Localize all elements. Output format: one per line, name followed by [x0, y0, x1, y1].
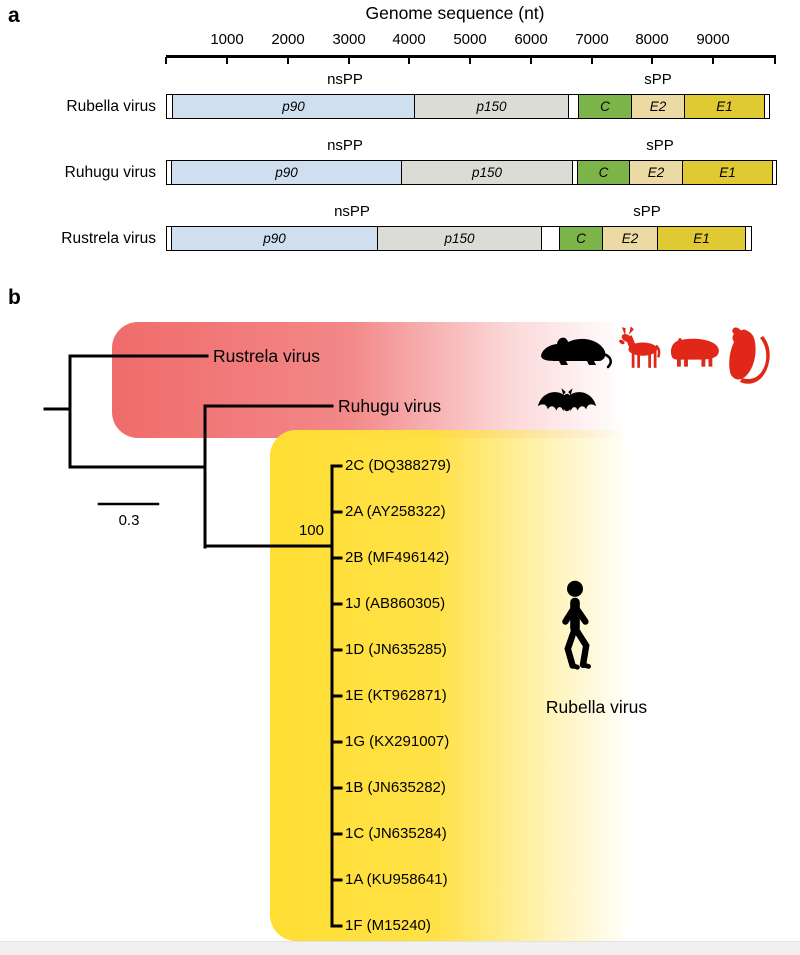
utr-segment: [167, 161, 172, 184]
strain-label: 2C (DQ388279): [345, 457, 451, 474]
capsid-segment: C: [560, 227, 603, 250]
axis-tick-label: 4000: [392, 31, 426, 48]
strain-label: 1G (KX291007): [345, 733, 450, 750]
spp-label: sPP: [644, 71, 672, 88]
axis-tick: [530, 57, 532, 64]
rustrela-ruhugu-highlight: [112, 322, 640, 438]
nspp-label: nsPP: [327, 137, 363, 154]
capsid-segment: C: [579, 95, 632, 118]
genome-bar-ruhugu: p90 p150 C E2 E1: [166, 160, 777, 185]
strain-label: 2A (AY258322): [345, 503, 446, 520]
genome-row-name-rustrela: Rustrela virus: [61, 230, 156, 247]
axis-tick-label: 5000: [453, 31, 487, 48]
intergenic-segment: [569, 95, 579, 118]
e2-segment: E2: [630, 161, 683, 184]
axis-tick-label: 2000: [271, 31, 305, 48]
rat-icon: [729, 327, 770, 384]
rustrela-virus-label: Rustrela virus: [213, 346, 320, 366]
strain-label: 1D (JN635285): [345, 641, 447, 658]
panel-b-label: b: [8, 286, 21, 309]
walking-human-icon: [562, 580, 591, 670]
genome-axis-line: [166, 55, 776, 58]
p150-segment: p150: [378, 227, 542, 250]
axis-tick: [774, 57, 776, 64]
utr-segment: [765, 95, 769, 118]
bootstrap-value: 100: [298, 522, 324, 539]
scale-bar-label: 0.3: [118, 512, 140, 529]
intergenic-segment: [573, 161, 578, 184]
e2-segment: E2: [632, 95, 685, 118]
axis-tick: [591, 57, 593, 64]
axis-tick: [348, 57, 350, 64]
panel-a-label: a: [8, 4, 20, 27]
mouse-icon: [541, 337, 612, 369]
strain-label: 1F (M15240): [345, 917, 431, 934]
axis-tick: [651, 57, 653, 64]
axis-tick-label: 1000: [210, 31, 244, 48]
axis-tick: [226, 57, 228, 64]
strain-label: 1J (AB860305): [345, 595, 446, 612]
e1-segment: E1: [658, 227, 746, 250]
strain-label: 1E (KT962871): [345, 687, 447, 704]
strain-label: 1C (JN635284): [345, 825, 447, 842]
utr-segment: [773, 161, 776, 184]
strain-label: 1B (JN635282): [345, 779, 446, 796]
axis-tick-label: 7000: [575, 31, 609, 48]
axis-tick: [469, 57, 471, 64]
axis-tick: [287, 57, 289, 64]
p90-segment: p90: [173, 95, 415, 118]
p150-segment: p150: [415, 95, 569, 118]
axis-tick-label: 6000: [514, 31, 548, 48]
capsid-segment: C: [578, 161, 630, 184]
spp-label: sPP: [633, 203, 661, 220]
p90-segment: p90: [172, 227, 378, 250]
genome-axis-title: Genome sequence (nt): [365, 3, 545, 23]
genome-bar-rubella: p90 p150 C E2 E1: [166, 94, 770, 119]
capybara-icon: [670, 338, 719, 367]
axis-tick: [712, 57, 714, 64]
e2-segment: E2: [603, 227, 658, 250]
axis-tick-label: 9000: [696, 31, 730, 48]
strain-label: 1A (KU958641): [345, 871, 448, 888]
genome-row-name-rubella: Rubella virus: [66, 98, 156, 115]
axis-tick-label: 3000: [332, 31, 366, 48]
page-footer-strip: [0, 941, 800, 955]
utr-segment: [167, 227, 172, 250]
nspp-label: nsPP: [334, 203, 370, 220]
bat-icon: [537, 388, 597, 412]
rubella-virus-label: Rubella virus: [545, 697, 648, 717]
utr-segment: [167, 95, 173, 118]
strain-label: 2B (MF496142): [345, 549, 450, 566]
ruhugu-virus-label: Ruhugu virus: [338, 396, 442, 416]
axis-tick: [165, 57, 167, 64]
utr-segment: [746, 227, 751, 250]
nspp-label: nsPP: [327, 71, 363, 88]
genome-bar-rustrela: p90 p150 C E2 E1: [166, 226, 752, 251]
intergenic-segment: [542, 227, 560, 250]
e1-segment: E1: [683, 161, 773, 184]
donkey-icon: [619, 326, 661, 368]
genome-row-name-ruhugu: Ruhugu virus: [64, 164, 156, 181]
e1-segment: E1: [685, 95, 765, 118]
axis-tick: [408, 57, 410, 64]
spp-label: sPP: [646, 137, 674, 154]
p90-segment: p90: [172, 161, 402, 184]
p150-segment: p150: [402, 161, 573, 184]
axis-tick-label: 8000: [635, 31, 669, 48]
